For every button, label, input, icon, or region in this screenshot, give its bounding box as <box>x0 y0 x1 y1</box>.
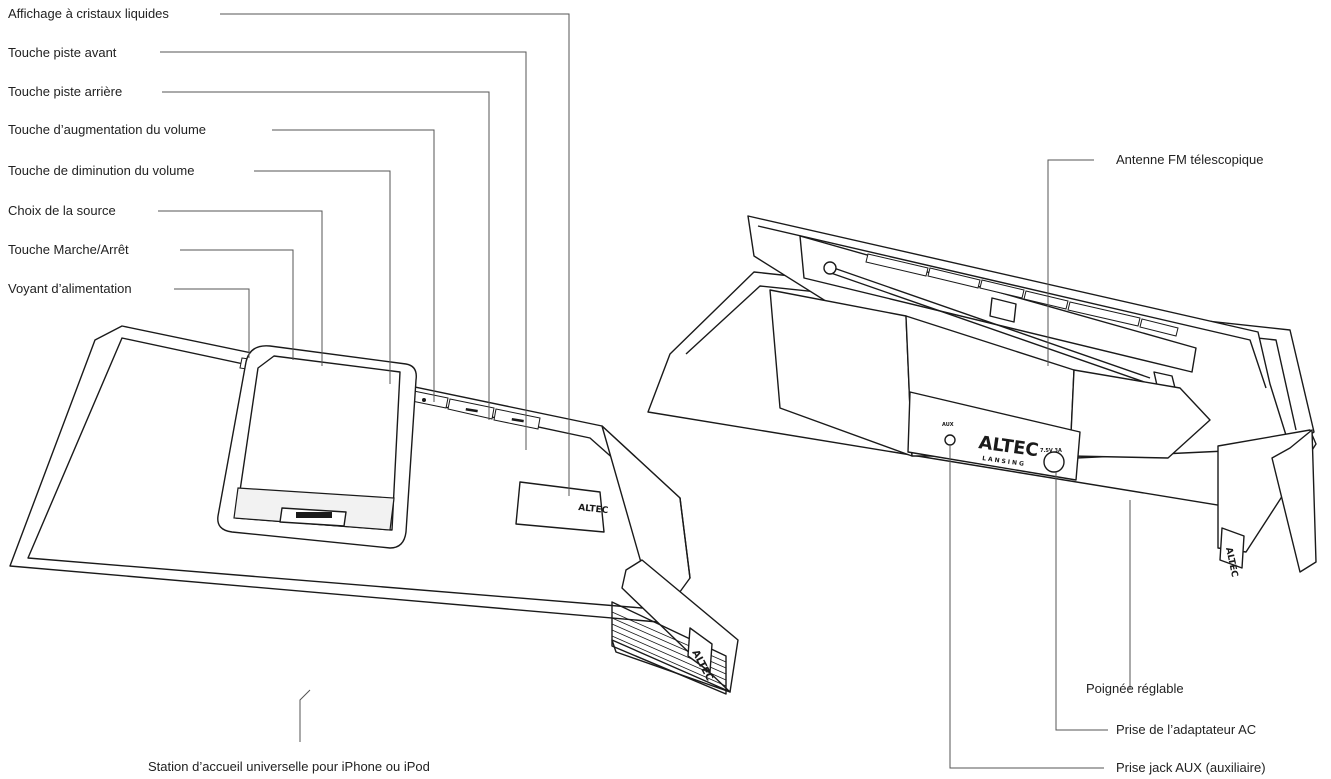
aux-port-jack <box>944 434 956 446</box>
label-handle: Poignée réglable <box>1086 681 1184 696</box>
front-logo: ALTEC <box>578 503 609 516</box>
connector-plate <box>907 391 1081 481</box>
label-dock: Station d’accueil universelle pour iPhon… <box>148 759 430 774</box>
label-track-back: Touche piste arrière <box>8 84 122 99</box>
label-volume-up: Touche d’augmentation du volume <box>8 122 206 137</box>
leader-lines <box>158 13 1131 769</box>
lcd-display <box>515 481 605 533</box>
label-ac-adapter: Prise de l’adaptateur AC <box>1116 722 1256 737</box>
labels: Affichage à cristaux liquides Touche pis… <box>8 6 1266 775</box>
label-track-forward: Touche piste avant <box>8 45 117 60</box>
front-view-device: ALTEC <box>9 325 739 695</box>
label-power-led: Voyant d’alimentation <box>8 281 132 296</box>
label-power: Touche Marche/Arrêt <box>8 242 129 257</box>
ac-port-jack <box>1043 451 1065 473</box>
ac-port-text: 7.5V 3A <box>1040 448 1062 454</box>
label-lcd: Affichage à cristaux liquides <box>8 6 169 21</box>
rear-button-strip <box>865 253 1179 337</box>
label-volume-down: Touche de diminution du volume <box>8 163 194 178</box>
folding-stand: ALTEC <box>611 559 739 695</box>
label-aux-jack: Prise jack AUX (auxiliaire) <box>1116 760 1266 775</box>
rear-view-device: AUX 7.5V 3A ALTEC LANSING ALTEC <box>647 215 1317 578</box>
aux-port-text: AUX <box>942 422 954 428</box>
dock-cradle <box>217 345 417 549</box>
label-source: Choix de la source <box>8 203 116 218</box>
label-antenna: Antenne FM télescopique <box>1116 152 1263 167</box>
